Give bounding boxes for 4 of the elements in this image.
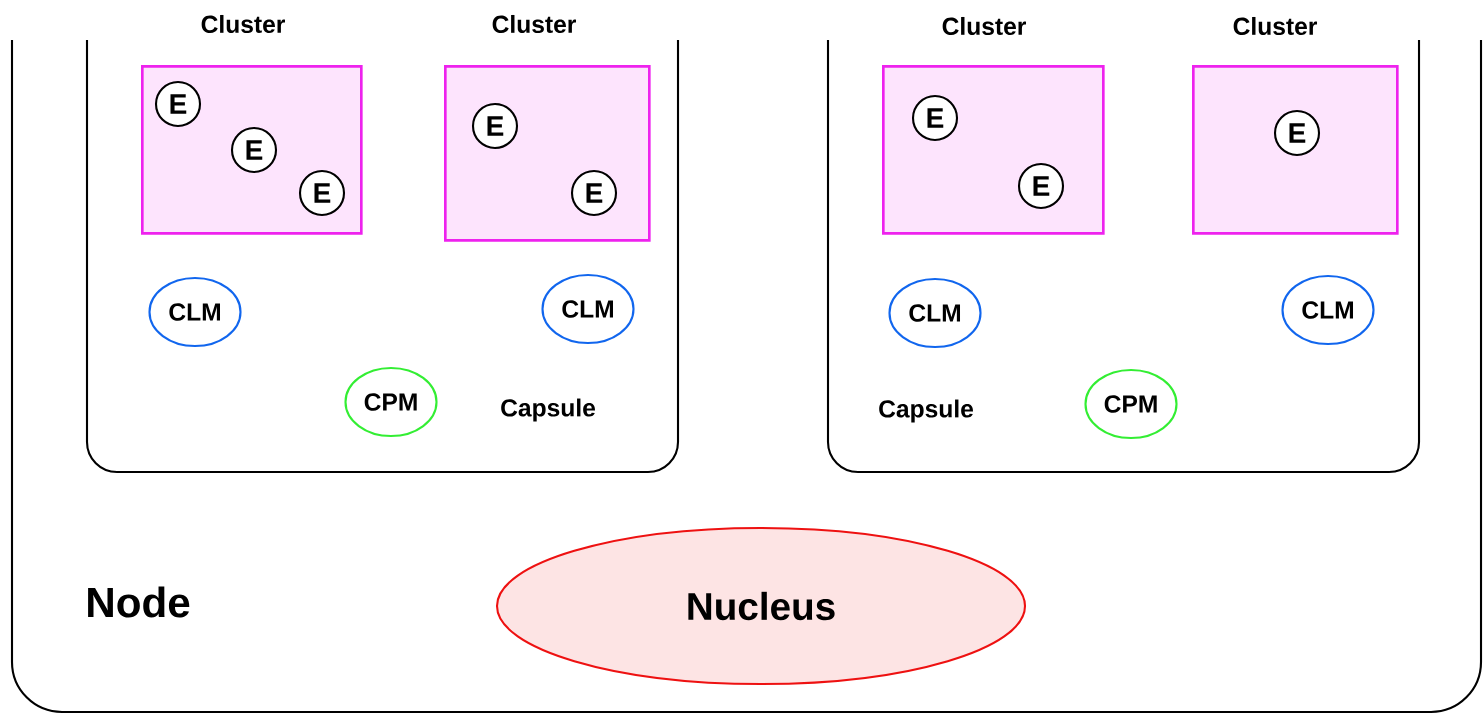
node-label: Cluster [942,16,1027,36]
node-label: Cluster [492,14,577,34]
node-label: Cluster [1233,16,1318,36]
node-label: Cluster [201,14,286,34]
